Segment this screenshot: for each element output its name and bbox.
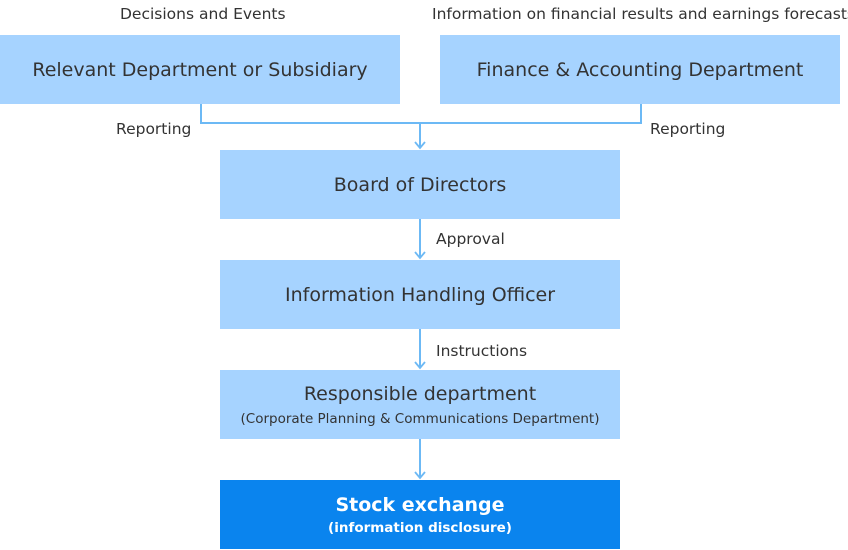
node-finance-accounting: Finance & Accounting Department — [440, 35, 840, 104]
node-responsible-department-sublabel: (Corporate Planning & Communications Dep… — [240, 410, 600, 427]
arrow-to-officer — [414, 251, 426, 260]
node-information-handling-officer-label: Information Handling Officer — [284, 283, 556, 306]
node-relevant-department-label: Relevant Department or Subsidiary — [32, 58, 368, 81]
arrow-to-responsible — [414, 361, 426, 370]
node-responsible-department-label: Responsible department — [303, 382, 537, 405]
node-responsible-department: Responsible department (Corporate Planni… — [220, 370, 620, 439]
node-stock-exchange: Stock exchange (information disclosure) — [220, 480, 620, 549]
arrow-to-board — [414, 141, 426, 150]
node-board-of-directors-label: Board of Directors — [333, 173, 507, 196]
node-finance-accounting-label: Finance & Accounting Department — [476, 58, 804, 81]
edge-label-reporting-left: Reporting — [116, 120, 192, 138]
node-stock-exchange-label: Stock exchange — [335, 493, 505, 516]
node-stock-exchange-sublabel: (information disclosure) — [328, 519, 512, 536]
edge-label-instructions: Instructions — [436, 342, 528, 360]
arrow-to-stock-exchange — [414, 471, 426, 480]
node-information-handling-officer: Information Handling Officer — [220, 260, 620, 329]
edge-label-approval: Approval — [436, 230, 505, 248]
caption-decisions-and-events: Decisions and Events — [120, 5, 286, 23]
connector-reporting-merge — [200, 104, 642, 124]
edge-label-reporting-right: Reporting — [650, 120, 726, 138]
caption-financial-information: Information on financial results and ear… — [432, 5, 848, 23]
node-relevant-department: Relevant Department or Subsidiary — [0, 35, 400, 104]
node-board-of-directors: Board of Directors — [220, 150, 620, 219]
